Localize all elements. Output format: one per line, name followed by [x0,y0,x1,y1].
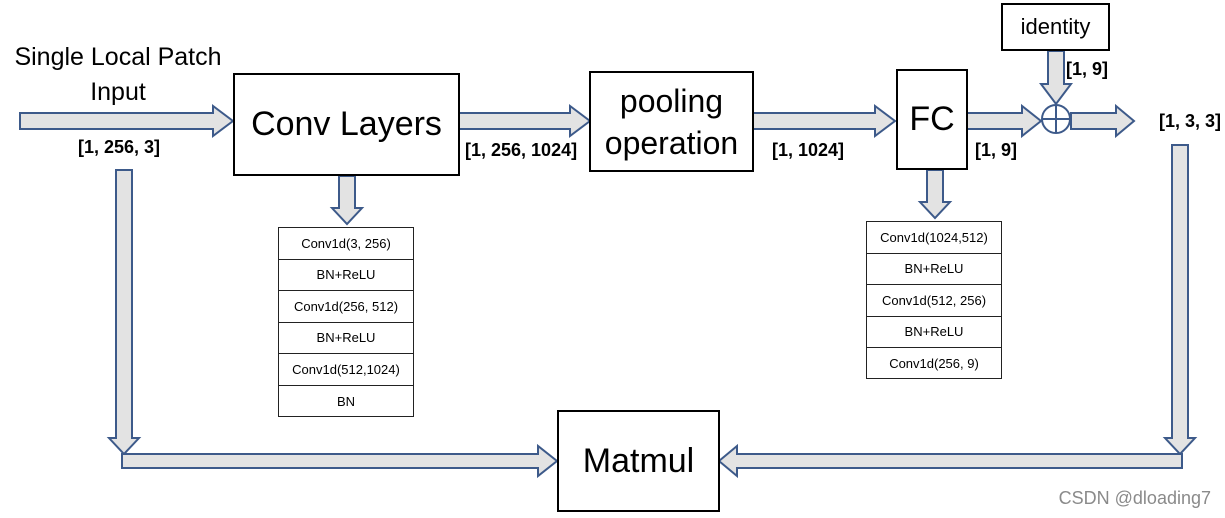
conv-layer-row: BN+ReLU [279,323,413,354]
arrow-identity-to-plus [1039,50,1073,106]
fc-layer-row: Conv1d(1024,512) [867,222,1001,254]
arrow-input-to-conv [19,104,235,138]
arrow-to-matmul-right [717,443,1183,479]
arrow-plus-to-output [1070,103,1136,139]
arrow-output-down [1162,144,1198,456]
shape-label-identity: [1, 9] [1066,59,1109,79]
shape-label-after-fc: [1, 9] [975,140,1018,160]
conv-layer-row: Conv1d(3, 256) [279,228,413,260]
fc-layer-row: BN+ReLU [867,317,1001,348]
conv-layer-row: Conv1d(512,1024) [279,354,413,386]
fc-layer-row: Conv1d(256, 9) [889,356,979,372]
arrow-conv-to-pooling [458,104,592,138]
arrow-fc-to-table [917,169,953,220]
fc-layer-row: BN+ReLU [867,254,1001,285]
fc-layer-row: Conv1d(512, 256) [867,285,1001,317]
input-label: Single Local Patch Input [14,43,222,106]
pooling-operation-block: pooling operation [589,71,754,172]
arrow-input-down [106,169,142,456]
fc-layers-table: Conv1d(1024,512) BN+ReLU Conv1d(512, 256… [866,221,1002,379]
identity-block: identity [1001,3,1110,51]
conv-layers-block: Conv Layers [233,73,460,176]
conv-layers-table: Conv1d(3, 256) BN+ReLU Conv1d(256, 512) … [278,227,414,417]
shape-label-output: [1, 3, 3] [1158,111,1221,131]
shape-label-input: [1, 256, 3] [78,137,161,157]
shape-label-after-conv: [1, 256, 1024] [465,140,578,160]
conv-layer-row: BN [336,393,356,409]
arrow-to-matmul-left [121,443,559,479]
shape-label-after-pooling: [1, 1024] [772,140,845,160]
plus-operator-icon [1041,104,1071,134]
matmul-block: Matmul [557,410,720,512]
arrow-pooling-to-fc [752,104,897,138]
arrow-conv-to-table [329,175,365,226]
fc-block: FC [896,69,968,170]
arrow-fc-to-plus [966,103,1043,139]
watermark: CSDN @dloading7 [1058,488,1211,508]
conv-layer-row: Conv1d(256, 512) [279,291,413,323]
conv-layer-row: BN+ReLU [279,260,413,291]
